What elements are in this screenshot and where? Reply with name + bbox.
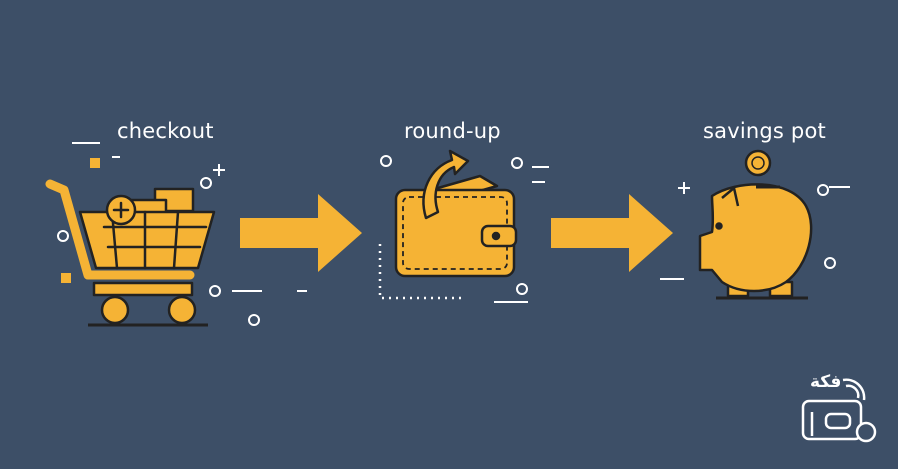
wallet-icon [394,149,518,278]
arrow-right-icon [551,194,673,272]
step-label-checkout: checkout [117,119,214,143]
decorative-marks [57,142,850,326]
shopping-cart-icon [45,179,216,325]
step-label-savings-pot: savings pot [703,119,826,143]
logo-text: فكة [810,372,842,392]
wallet-coin-logo-icon [801,378,877,443]
piggy-bank-icon [698,149,813,298]
step-label-round-up: round-up [404,119,501,143]
decorative-squares [61,158,100,283]
arrow-right-icon [240,194,362,272]
